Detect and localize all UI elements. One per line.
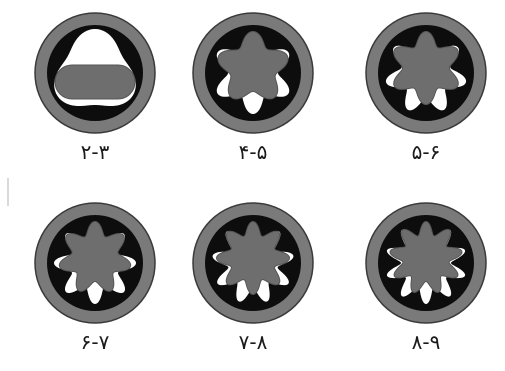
rotor-diagram-5-6: ۵-۶ [361,8,491,164]
rotor-5-6-label: ۵-۶ [411,140,441,164]
rotor-bar [54,64,136,100]
rotor-7-8-label: ۷-۸ [238,330,268,354]
rotor-8-9-drawing [365,202,487,324]
lobed-rotor [58,220,132,292]
lobed-rotor [393,30,459,106]
left-edge-mark [7,178,9,206]
rotor-4-5-drawing [192,12,314,134]
rotor-5-6-drawing [365,12,487,134]
rotor-diagram-8-9: ۸-۹ [361,198,491,354]
rotor-4-5-label: ۴-۵ [238,140,268,164]
rotor-2-3-label: ۲-۳ [80,140,110,164]
rotor-7-8-drawing [192,202,314,324]
lobed-rotor [215,220,291,296]
rotor-diagram-4-5: ۴-۵ [188,8,318,164]
rotor-6-7-label: ۶-۷ [80,330,110,354]
rotor-diagram-7-8: ۷-۸ [188,198,318,354]
lobed-rotor [217,30,289,100]
rotor-2-3-drawing [34,12,156,134]
lobed-rotor [389,220,463,293]
rotor-6-7-drawing [34,202,156,324]
rotor-diagram-2-3: ۲-۳ [30,8,160,164]
rotor-diagram-6-7: ۶-۷ [30,198,160,354]
rotor-8-9-label: ۸-۹ [411,330,441,354]
